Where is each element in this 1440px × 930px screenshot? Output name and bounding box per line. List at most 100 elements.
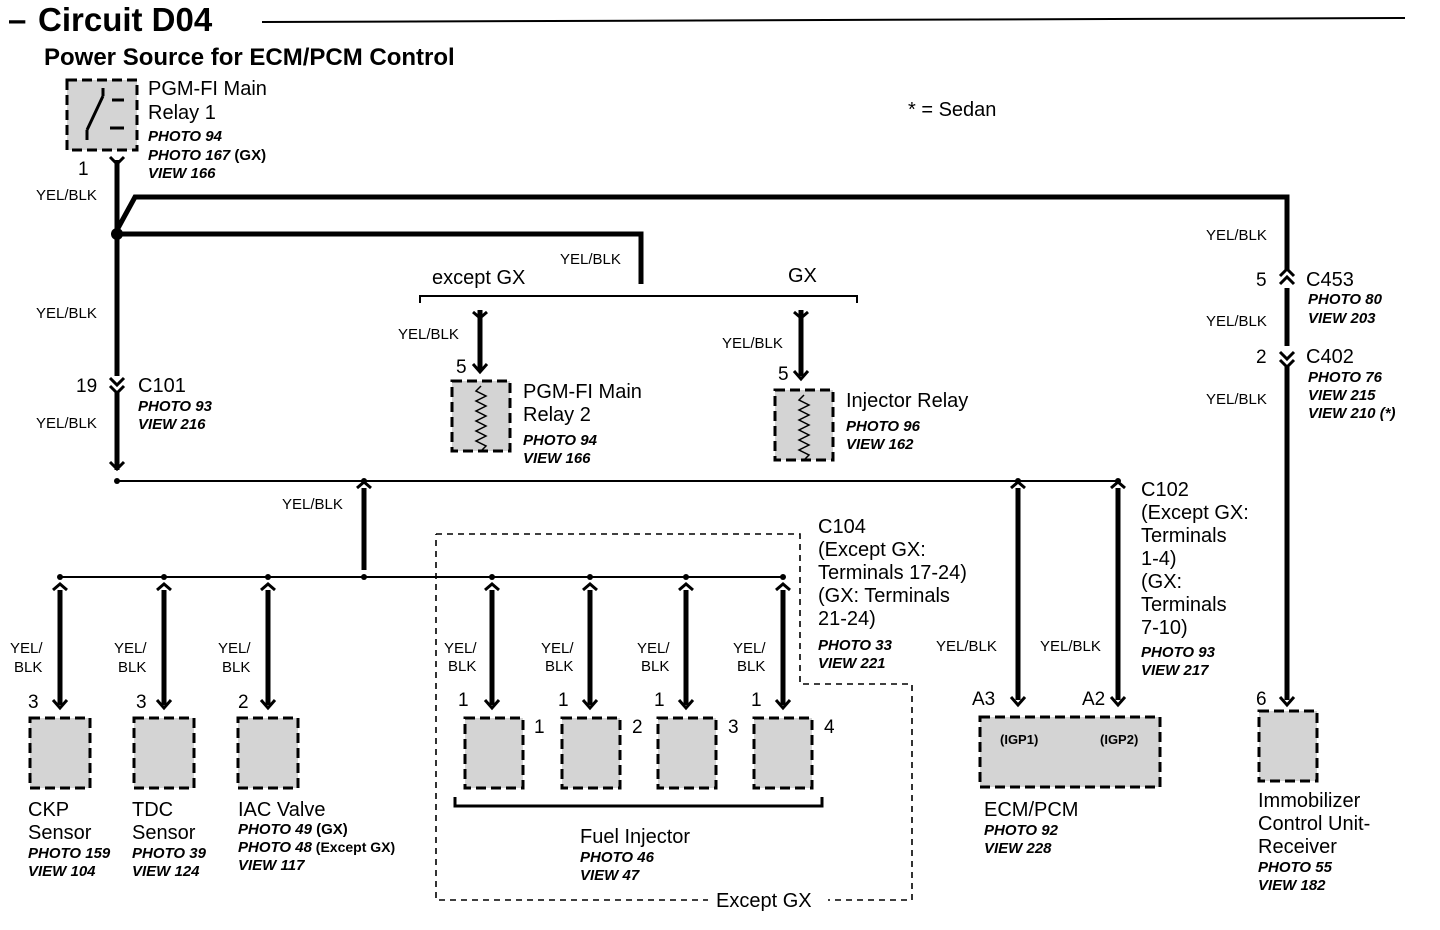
immobilizer-photo: PHOTO 55 [1258,859,1333,876]
wire-label-relay2: YEL/BLK [398,326,459,343]
wire-immobilizer-branch [114,194,1290,270]
tdc-pin: 3 [136,692,147,713]
immobilizer-name: Immobilizer [1258,790,1361,812]
gx-label: GX [788,265,817,287]
page-subtitle: Power Source for ECM/PCM Control [44,44,455,71]
page-title: Circuit D04 [38,1,213,38]
ckp-name: CKP [28,799,69,821]
relay1-name-2: Relay 1 [148,102,216,124]
fuel-injector-number-3: 3 [728,717,739,738]
svg-text:YEL/: YEL/ [541,640,574,657]
immobilizer-component [1257,709,1319,783]
ecm-terminal-igp2: (IGP2) [1100,732,1138,747]
relay2-name-2: Relay 2 [523,404,591,426]
title-rule [261,17,1406,23]
wire-label-ecm-a3: YEL/BLK [936,638,997,655]
iac-photo-gx: PHOTO 49 (GX) [238,821,348,838]
c104-line1: (Except GX: [818,539,926,561]
connector-symbols [51,155,1296,711]
except-gx-box-gap [708,885,828,913]
c102-view: VIEW 217 [1141,662,1209,679]
fuel-injector-number-1: 1 [534,717,545,738]
relay2-photo: PHOTO 94 [523,432,598,449]
fuel-injector-number-4: 4 [824,717,835,738]
sedan-legend: * = Sedan [908,99,996,121]
c102-line3: 1-4) [1141,548,1177,570]
c402-label: C402 [1306,346,1354,368]
c104-view: VIEW 221 [818,655,886,672]
wire-label-ckp-2: BLK [14,659,42,676]
fuel-injector-bracket [453,797,824,808]
wire-label-ckp: YEL/ [10,640,43,657]
relay1-view: VIEW 166 [148,165,216,182]
ckp-name-2: Sensor [28,822,92,844]
relay1-component [65,78,139,152]
wire-label-iac: YEL/ [218,640,251,657]
iac-valve-component [236,716,300,790]
immobilizer-name-3: Receiver [1258,836,1337,858]
ecm-pcm-component [978,715,1162,789]
wire-relay2-branch [117,231,644,284]
ecm-pin-a2: A2 [1082,689,1105,710]
relay1-photo-gx: PHOTO 167 (GX) [148,147,266,164]
c102-label: C102 [1141,479,1189,501]
c104-photo: PHOTO 33 [818,637,893,654]
tdc-view: VIEW 124 [132,863,200,880]
fuel-injector-number-2: 2 [632,717,643,738]
immobilizer-view: VIEW 182 [1258,877,1326,894]
fuel-injector-3 [656,716,718,790]
c453-pin: 5 [1256,270,1267,291]
c402-photo: PHOTO 76 [1308,369,1383,386]
fuel-injector-2 [560,716,622,790]
immobilizer-name-2: Control Unit- [1258,813,1370,835]
svg-text:BLK: BLK [641,658,669,675]
injector-relay-photo: PHOTO 96 [846,418,921,435]
relay1-photo: PHOTO 94 [148,128,223,145]
gx-bracket [419,295,858,303]
wire-label-injector-relay: YEL/BLK [722,335,783,352]
c101-photo: PHOTO 93 [138,398,213,415]
wire-label-immobilizer-3: YEL/BLK [1206,391,1267,408]
relay2-pin: 5 [456,357,467,378]
c104-label: C104 [818,516,866,538]
c101-pin: 19 [76,376,97,397]
wire-label-c101: YEL/BLK [36,415,97,432]
c453-view: VIEW 203 [1308,310,1376,327]
wire-label-tdc: YEL/ [114,640,147,657]
c402-view: VIEW 215 [1308,387,1376,404]
fuel-injector-1 [463,716,525,790]
fuel-injector-wire-labels: YEL/ BLK YEL/ BLK YEL/ BLK YEL/ BLK [444,640,766,675]
c102-line4: (GX: [1141,571,1182,593]
c104-line2: Terminals 17-24) [818,562,967,584]
relay2-view: VIEW 166 [523,450,591,467]
c104-line3: (GX: Terminals [818,585,950,607]
ckp-pin: 3 [28,692,39,713]
injector-relay-view: VIEW 162 [846,436,914,453]
wire-label-bus: YEL/BLK [282,496,343,513]
c102-line6: 7-10) [1141,617,1188,639]
c101-label: C101 [138,375,186,397]
fuel-injector-4 [752,716,814,790]
c102-line1: (Except GX: [1141,502,1249,524]
immobilizer-pin: 6 [1256,689,1267,710]
ckp-sensor-component [28,716,92,790]
relay2-component [450,379,512,453]
c402-pin: 2 [1256,347,1267,368]
c101-view: VIEW 216 [138,416,206,433]
iac-view: VIEW 117 [238,857,305,874]
c453-label: C453 [1306,269,1354,291]
iac-name: IAC Valve [238,799,325,821]
svg-text:1: 1 [751,690,762,711]
fuel-injector-view: VIEW 47 [580,867,640,884]
svg-text:BLK: BLK [448,658,476,675]
wire-label-relay1: YEL/BLK [36,187,97,204]
ecm-name: ECM/PCM [984,799,1078,821]
iac-pin: 2 [238,692,249,713]
splice-point [111,228,123,240]
wire-label-ecm-a2: YEL/BLK [1040,638,1101,655]
wire-label-immobilizer-2: YEL/BLK [1206,313,1267,330]
svg-text:BLK: BLK [737,658,765,675]
except-gx-label: except GX [432,267,525,289]
fuel-injector-pins: 1 1 1 1 [458,690,762,711]
